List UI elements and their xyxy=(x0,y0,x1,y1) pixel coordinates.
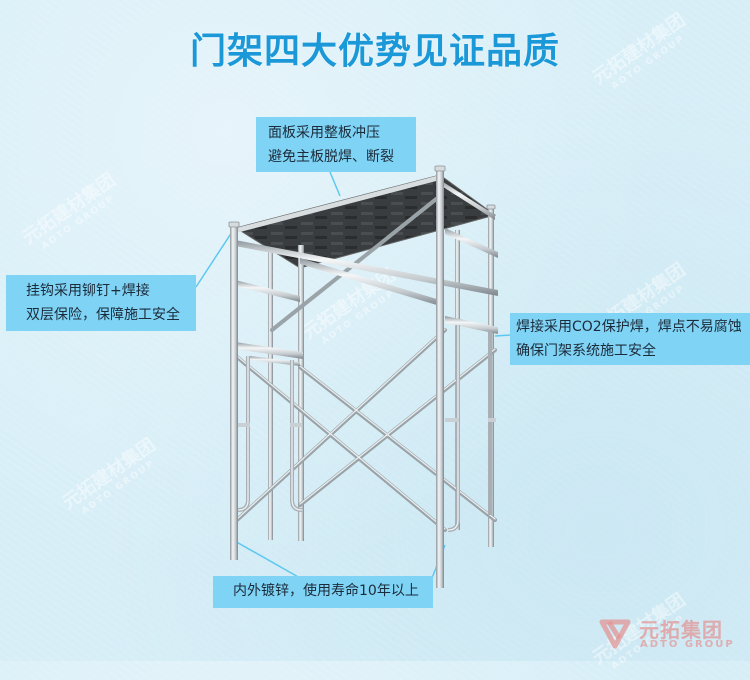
logo-text-en: ADTO GROUP xyxy=(640,639,735,650)
callout-text: 双层保险，保障施工安全 xyxy=(26,307,180,323)
callout-text: 面板采用整板冲压 xyxy=(268,125,380,141)
brand-logo: 元拓集团 ADTO GROUP xyxy=(597,612,747,656)
callout-text: 确保门架系统施工安全 xyxy=(516,343,656,359)
callout-hook: 挂钩采用铆钉+焊接 双层保险，保障施工安全 xyxy=(6,275,196,331)
callout-text: 挂钩采用铆钉+焊接 xyxy=(26,283,150,299)
page-title: 门架四大优势见证品质 xyxy=(189,31,560,72)
logo-mark-icon xyxy=(599,619,631,649)
scaffold-frame-illustration xyxy=(195,165,511,588)
callout-galvanizing: 内外镀锌，使用寿命10年以上 xyxy=(213,576,433,608)
callout-deck-panel: 面板采用整板冲压 避免主板脱焊、断裂 xyxy=(256,117,416,172)
callout-text: 内外镀锌，使用寿命10年以上 xyxy=(233,583,419,599)
connector-lines xyxy=(195,171,511,579)
callout-text: 避免主板脱焊、断裂 xyxy=(268,149,394,165)
callout-text: 焊接采用CO2保护焊，焊点不易腐蚀 xyxy=(516,319,742,335)
callout-welding: 焊接采用CO2保护焊，焊点不易腐蚀 确保门架系统施工安全 xyxy=(510,313,750,365)
logo-text-cn: 元拓集团 xyxy=(639,618,723,642)
